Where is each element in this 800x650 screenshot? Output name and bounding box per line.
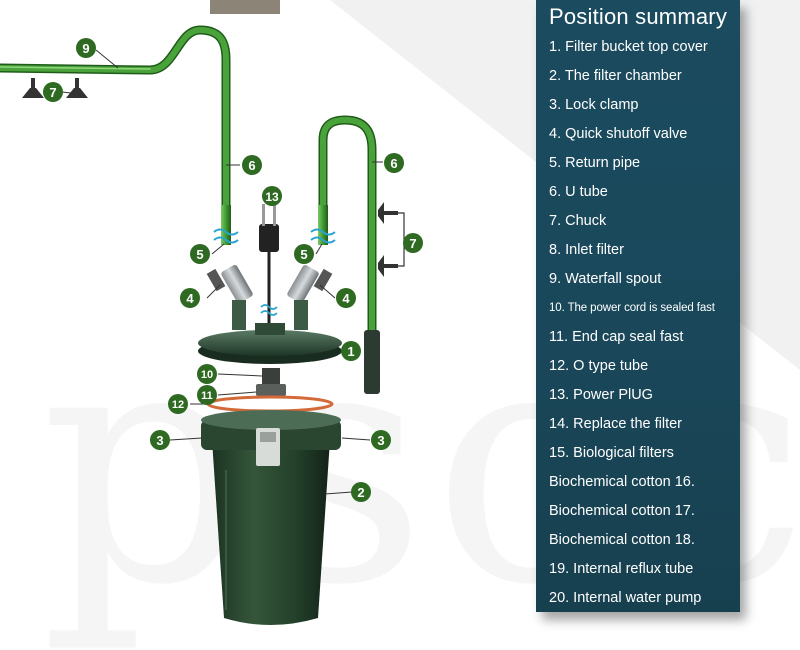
summary-item: Biochemical cotton 16. (549, 474, 695, 490)
callout-2: 2 (351, 482, 371, 502)
left-tube-end (221, 205, 231, 245)
callout-4-right: 4 (336, 288, 356, 308)
power-plug (259, 204, 279, 335)
callout-5-right-label: 5 (300, 247, 307, 262)
summary-item: 7. Chuck (549, 213, 607, 229)
callout-3-left-label: 3 (156, 433, 163, 448)
end-cap-seal (256, 368, 286, 396)
callout-12: 12 (168, 394, 188, 414)
leader-lines (43, 49, 383, 495)
o-ring (206, 395, 334, 413)
summary-item: 11. End cap seal fast (549, 329, 684, 345)
callout-1: 1 (341, 341, 361, 361)
summary-item: 20. Internal water pump (549, 590, 702, 606)
summary-item: 12. O type tube (549, 358, 649, 374)
left-hose (0, 25, 231, 235)
summary-item: 8. Inlet filter (549, 242, 624, 258)
summary-item: 4. Quick shutoff valve (549, 126, 688, 142)
cord-break (260, 304, 278, 316)
right-tube-end (318, 205, 328, 245)
callout-12-label: 12 (172, 399, 184, 411)
callout-6-left: 6 (242, 155, 262, 175)
summary-item: Biochemical cotton 17. (549, 503, 695, 519)
inlet-filter (364, 330, 380, 394)
callout-4-left: 4 (180, 288, 200, 308)
summary-item: 19. Internal reflux tube (549, 561, 694, 577)
suction-cups-right (378, 202, 398, 277)
summary-item: 3. Lock clamp (549, 97, 639, 113)
callout-5-left-label: 5 (196, 247, 203, 262)
callout-13: 13 (262, 186, 282, 206)
callout-11: 11 (197, 385, 217, 405)
left-pipe-clip (213, 228, 239, 244)
callout-5-right: 5 (294, 244, 314, 264)
suction-cups-left (22, 78, 88, 98)
summary-item: 10. The power cord is sealed fast (549, 302, 715, 314)
right-valve (287, 265, 333, 330)
callout-7-left: 7 (43, 82, 63, 102)
summary-item: 14. Replace the filter (549, 416, 682, 432)
right-pipe-clip (310, 228, 336, 244)
top-cover (198, 323, 342, 364)
summary-item: 9. Waterfall spout (549, 271, 662, 287)
summary-item: 6. U tube (549, 184, 608, 200)
callout-9-label: 9 (82, 41, 89, 56)
summary-item: 5. Return pipe (549, 155, 641, 171)
callout-5-left: 5 (190, 244, 210, 264)
right-hose (318, 115, 377, 340)
callout-13-label: 13 (265, 190, 279, 204)
position-summary-panel: Position summary 1. Filter bucket top co… (536, 0, 740, 612)
callout-9: 9 (76, 38, 96, 58)
callout-3-right-label: 3 (377, 433, 384, 448)
callout-7-right-label: 7 (409, 236, 416, 251)
callout-6-right: 6 (384, 153, 404, 173)
callout-6-right-label: 6 (390, 156, 397, 171)
callout-4-left-label: 4 (186, 291, 194, 306)
callout-2-label: 2 (357, 485, 364, 500)
top-edge-shadow (210, 0, 280, 14)
summary-item: Biochemical cotton 18. (549, 532, 695, 548)
summary-item: 15. Biological filters (549, 445, 674, 461)
summary-item: 1. Filter bucket top cover (549, 39, 708, 55)
callout-6-left-label: 6 (248, 158, 255, 173)
callout-1-label: 1 (347, 344, 354, 359)
callout-3-left: 3 (150, 430, 170, 450)
summary-list: 1. Filter bucket top cover 2. The filter… (549, 36, 739, 616)
callout-7-left-label: 7 (49, 85, 56, 100)
filter-bucket (201, 410, 341, 625)
left-valve (206, 265, 253, 330)
callout-11-label: 11 (201, 390, 213, 402)
callout-4-right-label: 4 (342, 291, 350, 306)
callout-10: 10 (197, 364, 217, 384)
summary-item: 13. Power PlUG (549, 387, 653, 403)
summary-item: 2. The filter chamber (549, 68, 682, 84)
callout-7-right: 7 (403, 233, 423, 253)
callout-10-label: 10 (201, 369, 213, 381)
callout-3-right: 3 (371, 430, 391, 450)
panel-title: Position summary (548, 4, 728, 29)
